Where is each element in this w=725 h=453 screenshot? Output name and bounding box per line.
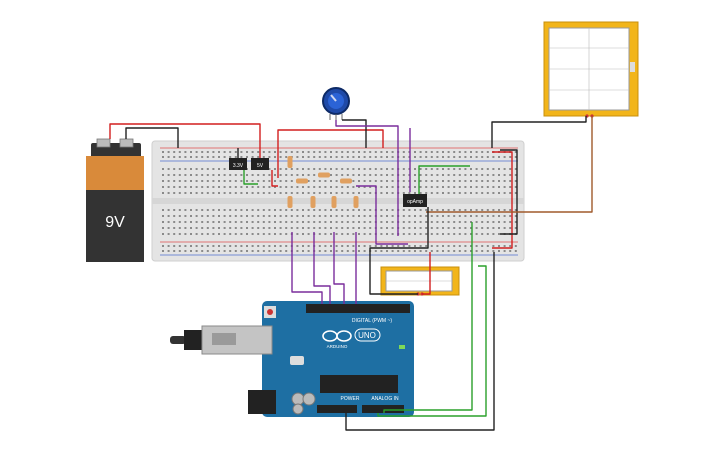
wire-red	[422, 252, 431, 295]
wire-black	[345, 252, 495, 431]
regulator-3v3[interactable]: 3.3V	[229, 158, 247, 170]
wire-purple	[356, 185, 408, 245]
wire-black	[342, 119, 367, 148]
battery-label: 9V	[105, 214, 125, 231]
wire-red	[492, 151, 513, 249]
regulator-5v[interactable]: 5V	[251, 158, 269, 170]
wire-black	[491, 116, 587, 148]
opamp-ic[interactable]: opAmp	[403, 194, 427, 207]
oscilloscope-top[interactable]	[543, 21, 639, 118]
wire-purple	[313, 232, 331, 304]
resistor[interactable]	[353, 196, 359, 208]
resistor[interactable]	[310, 196, 316, 208]
battery-9v[interactable]: 9V	[86, 138, 144, 262]
wire-red	[109, 123, 261, 158]
arduino-logo	[322, 330, 352, 342]
analog-header-label: ANALOG IN	[371, 396, 399, 402]
resistor[interactable]	[340, 178, 352, 184]
power-header-label: POWER	[341, 396, 360, 402]
digital-header-label: DIGITAL (PWM ~)	[352, 318, 392, 324]
wires	[109, 116, 593, 431]
wire-purple	[291, 232, 323, 304]
potentiometer[interactable]	[322, 87, 350, 120]
resistor[interactable]	[296, 178, 308, 184]
arduino-brand: ARDUINO	[327, 344, 348, 349]
wire-brown	[426, 116, 593, 213]
oscilloscope-bottom[interactable]	[380, 266, 460, 296]
breadboard-holes	[162, 151, 517, 252]
wire-purple	[333, 232, 345, 304]
arduino-model: UNO	[358, 331, 376, 340]
wire-purple	[335, 120, 399, 236]
resistor[interactable]	[287, 156, 293, 168]
wire-black	[500, 149, 518, 235]
wire-red	[271, 170, 278, 187]
arduino-uno[interactable]: DIGITAL (PWM ~) ARDUINO UNO POWER ANALOG…	[170, 301, 414, 417]
breadboard[interactable]	[151, 140, 525, 262]
wire-black	[369, 207, 429, 295]
wire-green	[243, 170, 258, 185]
wire-red	[277, 129, 384, 178]
regulator-5v-label: 5V	[257, 163, 264, 169]
wire-black	[125, 127, 179, 148]
resistors	[287, 156, 359, 208]
resistor[interactable]	[331, 196, 337, 208]
resistor[interactable]	[318, 172, 330, 178]
regulator-3v3-label: 3.3V	[233, 163, 244, 169]
resistor[interactable]	[287, 196, 293, 208]
opamp-label: opAmp	[407, 199, 423, 205]
wire-green	[377, 265, 487, 417]
wire-green	[383, 222, 473, 413]
wire-green	[418, 165, 470, 194]
